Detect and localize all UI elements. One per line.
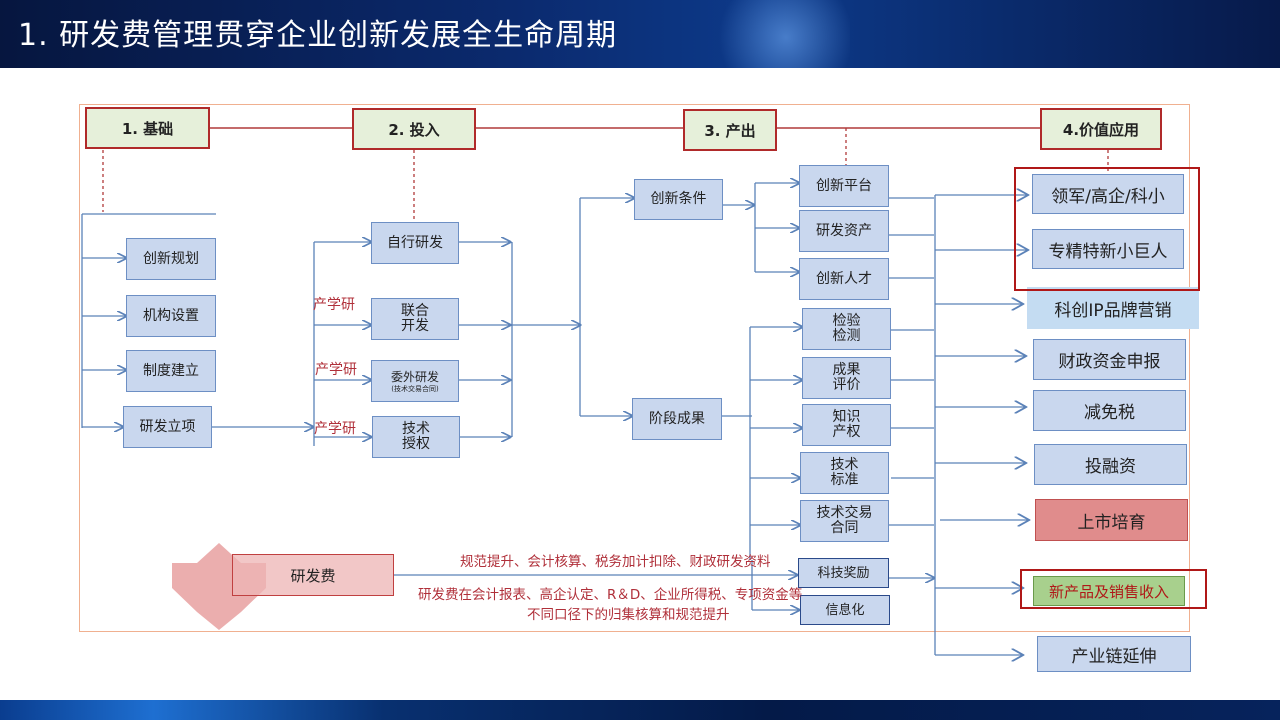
result-inspection-line2: 检测 <box>832 328 861 344</box>
result-standard-line1: 技术 <box>830 457 859 473</box>
value-little-giant: 专精特新小巨人 <box>1032 229 1184 269</box>
foundation-org-setup: 机构设置 <box>126 295 216 337</box>
result-evaluation-line2: 评价 <box>832 377 861 393</box>
result-inspection: 检验 检测 <box>802 308 891 350</box>
diagram-frame <box>79 104 1190 632</box>
value-ipo-cultivation: 上市培育 <box>1035 499 1188 541</box>
result-inspection-line1: 检验 <box>832 313 861 329</box>
stage-input: 2. 投入 <box>352 108 476 150</box>
result-ip: 知识 产权 <box>802 404 891 446</box>
condition-rnd-assets: 研发资产 <box>799 210 889 252</box>
cxy-label-3: 产学研 <box>314 421 356 437</box>
result-evaluation-line1: 成果 <box>832 362 861 378</box>
page-title: 1. 研发费管理贯穿企业创新发展全生命周期 <box>18 18 618 53</box>
stage-foundation: 1. 基础 <box>85 107 210 149</box>
condition-platform: 创新平台 <box>799 165 889 207</box>
result-standard-line2: 标准 <box>830 472 859 488</box>
input-joint-dev: 联合 开发 <box>371 298 459 340</box>
result-standard: 技术 标准 <box>800 452 889 494</box>
input-tech-license-line2: 授权 <box>402 436 430 452</box>
cxy-label-1: 产学研 <box>313 297 355 313</box>
output-results: 阶段成果 <box>632 398 722 440</box>
note-line-1: 规范提升、会计核算、税务加计扣除、财政研发资料 <box>460 554 771 570</box>
condition-talent: 创新人才 <box>799 258 889 300</box>
input-tech-license: 技术 授权 <box>372 416 460 458</box>
input-joint-dev-line2: 开发 <box>401 318 429 334</box>
input-outsourced-rnd: 委外研发 (技术交易合同) <box>371 360 459 402</box>
highlight-frame-top <box>1014 167 1200 291</box>
header-glow <box>690 0 850 68</box>
value-ip-brand: 科创IP品牌营销 <box>1027 287 1199 329</box>
header-bar: 1. 研发费管理贯穿企业创新发展全生命周期 <box>0 0 1280 68</box>
value-financing: 投融资 <box>1034 444 1187 485</box>
rnd-fee-box: 研发费 <box>232 554 394 596</box>
result-tech-contract-line2: 合同 <box>830 520 859 536</box>
output-conditions: 创新条件 <box>634 179 723 220</box>
value-tax-reduction: 减免税 <box>1033 390 1186 431</box>
note-line-2: 研发费在会计报表、高企认定、R＆D、企业所得税、专项资金等 <box>418 587 803 603</box>
stage-output: 3. 产出 <box>683 109 777 151</box>
input-outsourced-label: 委外研发 <box>390 369 439 384</box>
stage-value-application: 4.价值应用 <box>1040 108 1162 150</box>
value-industry-chain: 产业链延伸 <box>1037 636 1191 672</box>
input-self-rnd: 自行研发 <box>371 222 459 264</box>
value-leading-enterprise: 领军/高企/科小 <box>1032 174 1184 214</box>
value-new-products: 新产品及销售收入 <box>1033 576 1185 606</box>
foundation-system: 制度建立 <box>126 350 216 392</box>
highlight-frame-bottom <box>1020 569 1207 609</box>
result-tech-contract: 技术交易 合同 <box>800 500 889 542</box>
result-tech-contract-line1: 技术交易 <box>816 505 873 521</box>
input-joint-dev-line1: 联合 <box>401 303 429 319</box>
input-outsourced-sub: (技术交易合同) <box>391 384 439 393</box>
mid-sci-award: 科技奖励 <box>798 558 889 588</box>
mid-informatization: 信息化 <box>800 595 890 625</box>
footer-bar <box>0 700 1280 720</box>
foundation-project-approval: 研发立项 <box>123 406 212 448</box>
result-evaluation: 成果 评价 <box>802 357 891 399</box>
foundation-innovation-plan: 创新规划 <box>126 238 216 280</box>
note-line-3: 不同口径下的归集核算和规范提升 <box>527 607 730 623</box>
input-tech-license-line1: 技术 <box>402 421 430 437</box>
cxy-label-2: 产学研 <box>315 362 357 378</box>
result-ip-line1: 知识 <box>832 409 861 425</box>
value-fiscal-funds: 财政资金申报 <box>1033 339 1186 380</box>
result-ip-line2: 产权 <box>832 424 861 440</box>
